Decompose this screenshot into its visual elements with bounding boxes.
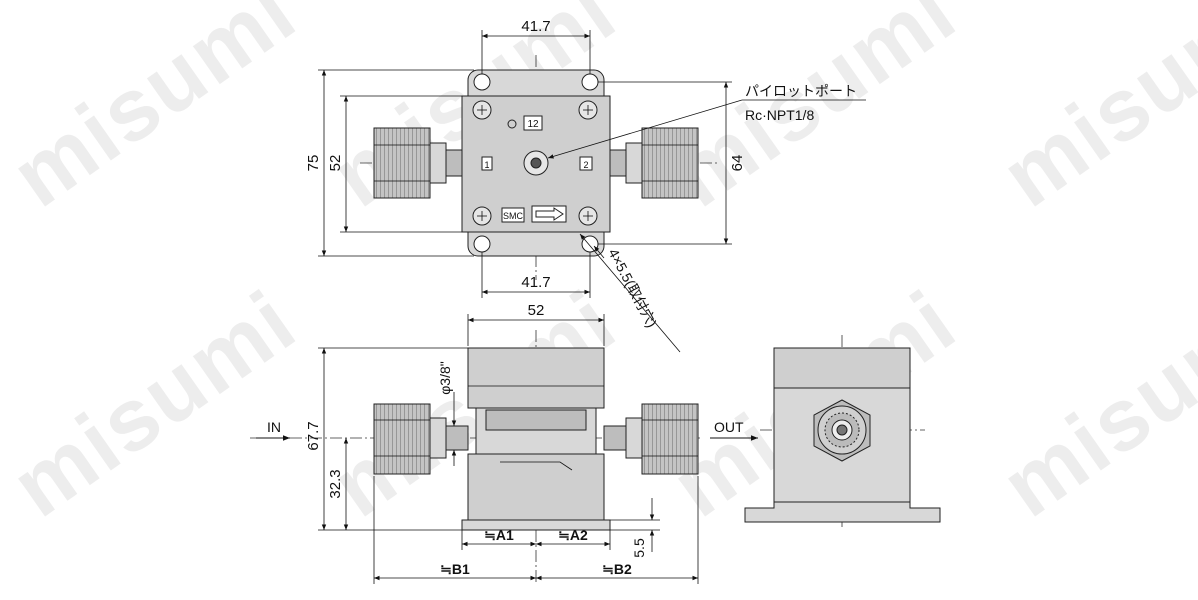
side-base xyxy=(744,501,941,523)
svg-text:misumi: misumi xyxy=(984,0,1198,226)
out-label: OUT xyxy=(714,419,744,435)
dim-top-width: 41.7 xyxy=(521,18,550,35)
tube-diameter: φ3/8" xyxy=(437,361,453,395)
mounting-hole xyxy=(581,235,599,253)
dim-b1: ≒B1 xyxy=(440,561,470,577)
screw-icon xyxy=(472,206,492,226)
svg-text:misumi: misumi xyxy=(984,271,1198,536)
dim-front-width: 52 xyxy=(528,302,545,319)
dim-a2: ≒A2 xyxy=(558,527,588,543)
screw-icon xyxy=(578,206,598,226)
fitting-left xyxy=(373,127,463,199)
in-label: IN xyxy=(267,419,281,435)
lower-block xyxy=(467,453,605,521)
port-mark-12 xyxy=(523,115,543,131)
dim-center-height: 32.3 xyxy=(327,469,344,498)
dim-foot-height: 5.5 xyxy=(631,538,647,558)
screw-icon xyxy=(472,100,492,120)
dim-total-height: 75 xyxy=(305,155,322,172)
port-mark-2 xyxy=(579,156,593,171)
upper-block xyxy=(467,347,605,409)
port-number-right: 2 xyxy=(583,160,588,170)
fitting-right-front xyxy=(603,403,699,475)
dim-a1: ≒A1 xyxy=(484,527,514,543)
fitting-left-front xyxy=(373,403,469,475)
dim-body-height: 52 xyxy=(327,155,344,172)
base-foot xyxy=(461,519,611,531)
front-view: IN OUT 52 φ3/8" 67.7 32.3 ≒A1 ≒A2 ≒B1 xyxy=(250,302,758,585)
mounting-hole xyxy=(473,235,491,253)
svg-text:misumi: misumi xyxy=(0,271,313,536)
port-mark-1 xyxy=(481,156,493,171)
screw-icon xyxy=(578,100,598,120)
side-upper xyxy=(773,347,911,389)
arrow-right-icon xyxy=(535,207,564,221)
fitting-right xyxy=(609,127,699,199)
pilot-port-label: パイロットポート xyxy=(745,83,857,99)
side-view xyxy=(744,335,941,530)
port-number-left: 1 xyxy=(484,160,489,170)
port-number-top: 12 xyxy=(527,119,539,130)
smc-logo xyxy=(501,207,525,223)
dim-bottom-width: 41.7 xyxy=(521,274,550,291)
top-view: 12 1 2 SMC 41.7 xyxy=(305,18,866,353)
mounting-hole xyxy=(581,73,599,91)
smc-logo-text: SMC xyxy=(503,211,524,221)
dim-b2: ≒B2 xyxy=(602,561,632,577)
mounting-hole xyxy=(473,73,491,91)
mounting-holes-label: 4×5.5(取付穴) xyxy=(605,246,660,330)
pilot-port-spec: Rc·NPT1/8 xyxy=(745,107,814,123)
dim-front-height: 67.7 xyxy=(305,421,322,450)
svg-text:misumi: misumi xyxy=(0,0,313,226)
dim-hole-pitch: 64 xyxy=(729,155,746,172)
target-icon xyxy=(507,119,517,129)
